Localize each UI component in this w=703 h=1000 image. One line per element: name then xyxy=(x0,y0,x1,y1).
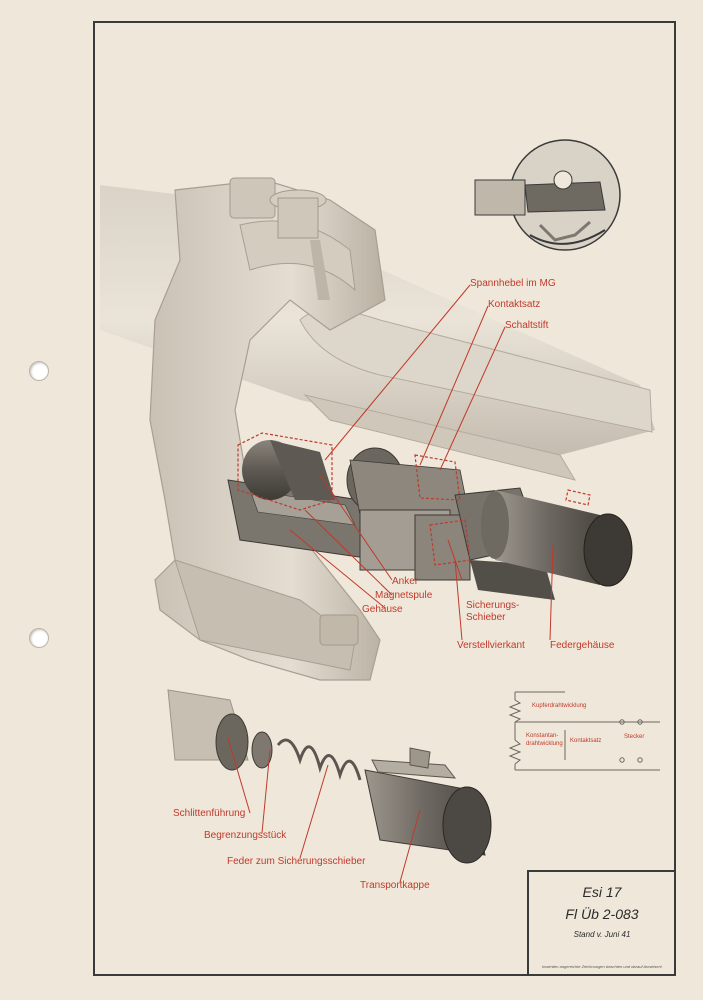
label-sicherungs-2: Schieber xyxy=(466,612,506,623)
label-feder: Feder zum Sicherungsschieber xyxy=(227,856,366,867)
punch-hole-bottom xyxy=(29,628,49,648)
label-transportkappe: Transportkappe xyxy=(360,880,430,891)
circuit-schematic xyxy=(508,691,660,771)
label-spannhebel: Spannhebel im MG xyxy=(470,278,556,289)
circuit-label-konstantan-1: Konstantan- xyxy=(526,733,559,739)
highlight-outlines xyxy=(237,432,591,566)
title-line-3: Stand v. Juni 41 xyxy=(573,930,631,939)
circuit-label-konstantan-2: drahtwicklung xyxy=(526,741,563,747)
title-line-1: Esi 17 xyxy=(582,884,622,900)
label-kontaktsatz: Kontaktsatz xyxy=(488,299,541,310)
title-footer: Inwerden angereichte Zeichnungen beachte… xyxy=(542,964,662,969)
circuit-label-kontaktsatz: Kontaktsatz xyxy=(570,738,602,744)
label-sicherungs-1: Sicherungs- xyxy=(466,600,520,611)
transport-cap-assembly xyxy=(167,689,492,864)
mounting-bracket xyxy=(149,177,386,681)
label-schaltstift: Schaltstift xyxy=(505,320,549,331)
label-federgehaeuse: Federgehäuse xyxy=(550,640,615,651)
leader-lines xyxy=(227,284,554,883)
firing-mechanism xyxy=(227,440,555,600)
title-line-2: Fl Üb 2-083 xyxy=(565,906,639,922)
label-schlittenfuehrung: Schlittenführung xyxy=(173,808,246,819)
inset-detail xyxy=(474,139,621,251)
label-magnetspule: Magnetspule xyxy=(375,590,433,601)
drawing-frame xyxy=(93,21,676,976)
label-anker: Anker xyxy=(392,576,419,587)
circuit-label-stecker: Stecker xyxy=(624,734,645,740)
spring-housing xyxy=(481,490,633,587)
label-verstellvierkant: Verstellvierkant xyxy=(457,640,525,651)
title-block: Esi 17 Fl Üb 2-083 Stand v. Juni 41 Inwe… xyxy=(527,870,675,976)
label-gehaeuse: Gehäuse xyxy=(362,604,403,615)
label-begrenzungsstueck: Begrenzungsstück xyxy=(204,830,287,841)
circuit-label-kupfer: Kupferdrahtwicklung xyxy=(532,703,587,709)
punch-hole-top xyxy=(29,361,49,381)
